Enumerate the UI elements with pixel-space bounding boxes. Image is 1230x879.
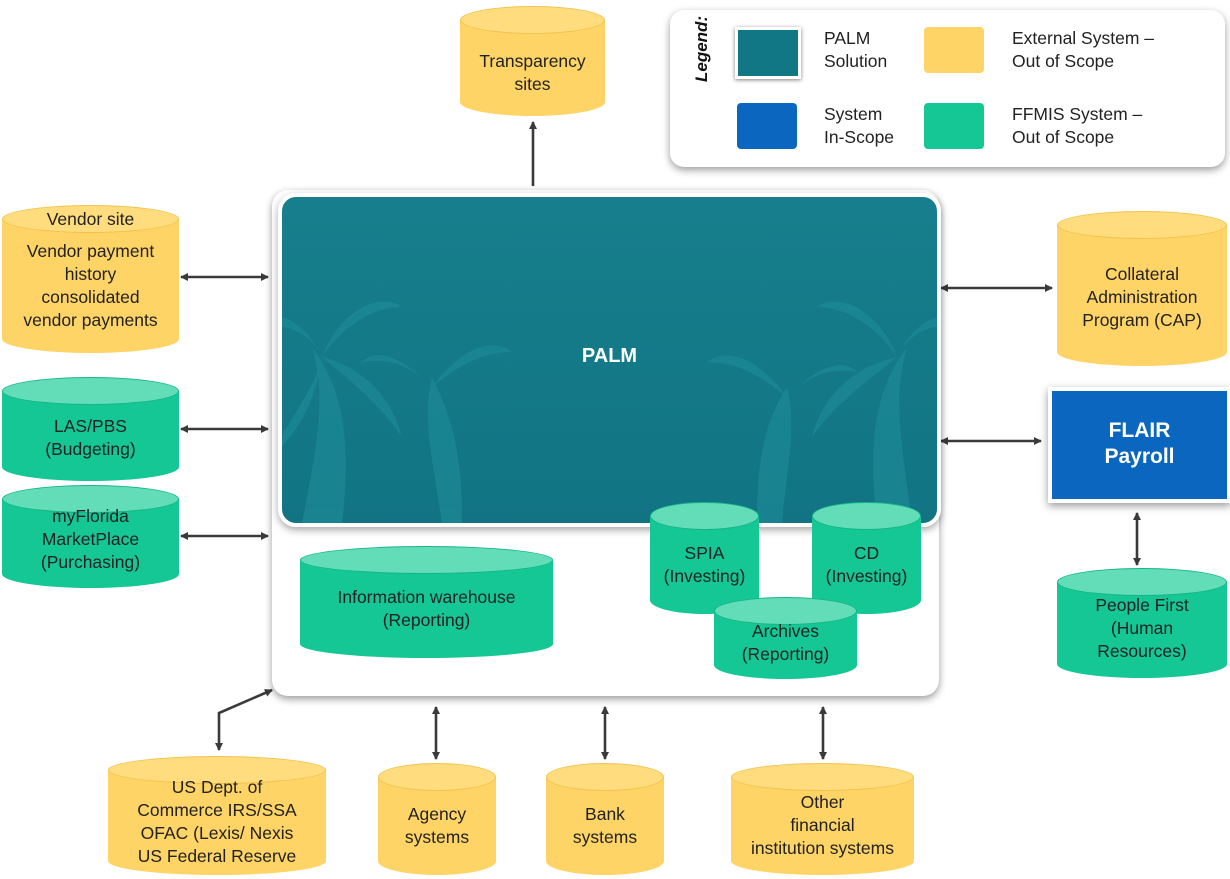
us-dept-label: US Dept. of Commerce IRS/SSA OFAC (Lexis… [137,777,297,866]
information-warehouse-label: Information warehouse (Reporting) [337,587,516,630]
archives-label: Archives (Reporting) [741,621,830,664]
cylinder-transparency-sites: Transparency sites [460,6,605,116]
legend-label-palm-solution: PALM Solution [824,28,888,71]
legend-swatch-ffmis [924,103,984,149]
cylinder-collateral-admin: Collateral Administration Program (CAP) [1057,211,1227,366]
legend-swatch-in-scope [737,103,797,149]
cylinder-bank-systems: Bank systems [546,763,664,875]
vendor-site-body: Vendor payment history consolidated vend… [23,241,158,330]
cd-label: CD (Investing) [825,543,908,586]
bank-systems-label: Bank systems [572,804,638,847]
agency-systems-label: Agency systems [404,804,470,847]
cylinder-people-first: People First (Human Resources) [1057,568,1227,678]
arrow-us-dept [215,688,273,751]
flair-payroll-box: FLAIR Payroll [1048,387,1230,503]
people-first-label: People First (Human Resources) [1095,595,1189,661]
legend-label-ffmis: FFMIS System – Out of Scope [1012,104,1143,147]
transparency-sites-label: Transparency sites [479,51,586,94]
flair-payroll-label: FLAIR Payroll [1104,419,1175,468]
cylinder-spia: SPIA (Investing) [650,502,759,614]
palm-tree-watermark [282,301,937,523]
legend-title: Legend: [692,15,711,82]
cylinder-us-dept-commerce: US Dept. of Commerce IRS/SSA OFAC (Lexis… [108,756,326,875]
vendor-site-title: Vendor site [46,209,135,229]
las-pbs-label: LAS/PBS (Budgeting) [45,416,136,459]
other-financial-label: Other financial institution systems [751,792,894,858]
legend-swatch-external [924,27,984,73]
cylinder-archives: Archives (Reporting) [714,597,857,679]
collateral-label: Collateral Administration Program (CAP) [1082,264,1202,330]
cylinder-vendor-site: Vendor site Vendor payment history conso… [2,205,179,353]
palm-box: PALM [278,193,941,527]
myflorida-label: myFlorida MarketPlace (Purchasing) [40,506,141,572]
cylinder-information-warehouse: Information warehouse (Reporting) [300,546,553,658]
legend-label-external: External System – Out of Scope [1012,28,1154,71]
cylinder-agency-systems: Agency systems [378,763,496,875]
cylinder-cd: CD (Investing) [812,502,921,614]
cylinder-other-financial: Other financial institution systems [731,763,914,875]
cylinder-las-pbs: LAS/PBS (Budgeting) [2,377,179,481]
cylinder-myflorida-marketplace: myFlorida MarketPlace (Purchasing) [2,485,179,588]
palm-title: PALM [581,345,638,367]
legend-swatch-palm-solution [735,27,801,79]
legend-label-in-scope: System In-Scope [824,104,895,147]
spia-label: SPIA (Investing) [663,543,746,586]
